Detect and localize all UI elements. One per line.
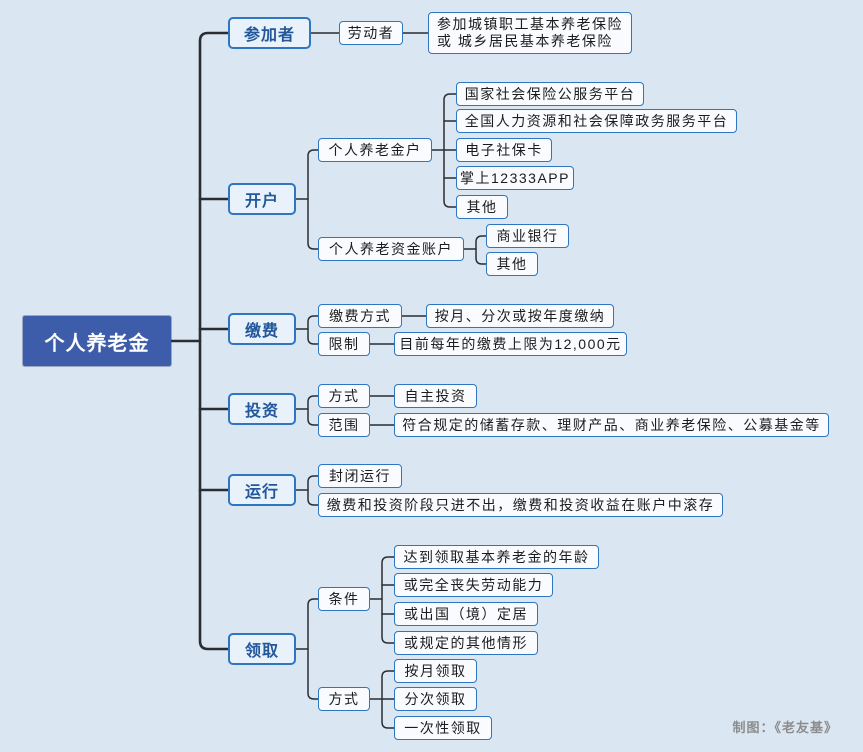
leaf-emigration: 或出国（境）定居 — [394, 602, 538, 626]
branch-operation: 运行 — [228, 474, 296, 506]
leaf-lump-sum: 一次性领取 — [394, 716, 492, 740]
branch-investment: 投资 — [228, 393, 296, 425]
leaf-retirement-age: 达到领取基本养老金的年龄 — [394, 545, 599, 569]
node-closed-operation: 封闭运行 — [318, 464, 402, 488]
leaf-annual-cap: 目前每年的缴费上限为12,000元 — [394, 332, 627, 356]
leaf-other-bank: 其他 — [486, 252, 538, 276]
leaf-self-directed: 自主投资 — [394, 384, 477, 408]
branch-participants: 参加者 — [228, 17, 311, 49]
branch-account-opening: 开户 — [228, 183, 296, 215]
credit-label: 制图：《老友基》 — [732, 720, 838, 735]
connector-trunk-spine — [198, 31, 230, 651]
connector-operation-fork — [307, 475, 319, 506]
node-withdrawal-method: 方式 — [318, 687, 370, 711]
leaf-monthly: 按月领取 — [394, 659, 477, 683]
leaf-e-social-security-card: 电子社保卡 — [456, 138, 552, 162]
leaf-payment-frequency: 按月、分次或按年度缴纳 — [426, 304, 614, 328]
node-investment-method: 方式 — [318, 384, 370, 408]
leaf-eligible-products: 符合规定的储蓄存款、理财产品、商业养老保险、公募基金等 — [394, 413, 829, 437]
leaf-commercial-bank: 商业银行 — [486, 224, 569, 248]
leaf-other-channel: 其他 — [456, 195, 508, 219]
node-contribution-method: 缴费方式 — [318, 304, 402, 328]
node-withdrawal-conditions: 条件 — [318, 587, 370, 611]
connector-withdrawal-fork — [307, 598, 319, 700]
connector-conditions-fork — [381, 556, 395, 644]
branch-withdrawal: 领取 — [228, 633, 296, 665]
leaf-platform-social-insurance: 国家社会保险公服务平台 — [456, 82, 644, 106]
leaf-installments: 分次领取 — [394, 687, 477, 711]
connector-account-opening-fork — [307, 149, 319, 250]
leaf-disability: 或完全丧失劳动能力 — [394, 573, 553, 597]
leaf-eligibility: 参加城镇职工基本养老保险 或 城乡居民基本养老保险 — [428, 12, 632, 54]
node-investment-scope: 范围 — [318, 413, 370, 437]
branch-connectors — [295, 32, 487, 729]
leaf-eligibility-line: 或 城乡居民基本养老保险 — [437, 33, 613, 49]
connector-contribution-fork — [307, 315, 319, 345]
leaf-platform-hr-social-security: 全国人力资源和社会保障政务服务平台 — [456, 109, 737, 133]
node-contribution-limit: 限制 — [318, 332, 370, 356]
leaf-other-conditions: 或规定的其他情形 — [394, 631, 538, 655]
node-personal-pension-account: 个人养老金户 — [318, 138, 432, 162]
root-node: 个人养老金 — [23, 316, 171, 366]
connector-fund-account-fork — [475, 235, 487, 265]
node-pension-fund-account: 个人养老资金账户 — [318, 237, 464, 261]
leaf-12333-app: 掌上12333APP — [456, 166, 574, 190]
trunk-connectors — [169, 31, 230, 651]
connector-investment-fork — [307, 395, 319, 426]
leaf-eligibility-line: 参加城镇职工基本养老保险 — [437, 16, 623, 32]
node-worker: 劳动者 — [339, 21, 403, 45]
node-rollover-rule: 缴费和投资阶段只进不出，缴费和投资收益在账户中滚存 — [318, 493, 723, 517]
branch-contribution: 缴费 — [228, 313, 296, 345]
